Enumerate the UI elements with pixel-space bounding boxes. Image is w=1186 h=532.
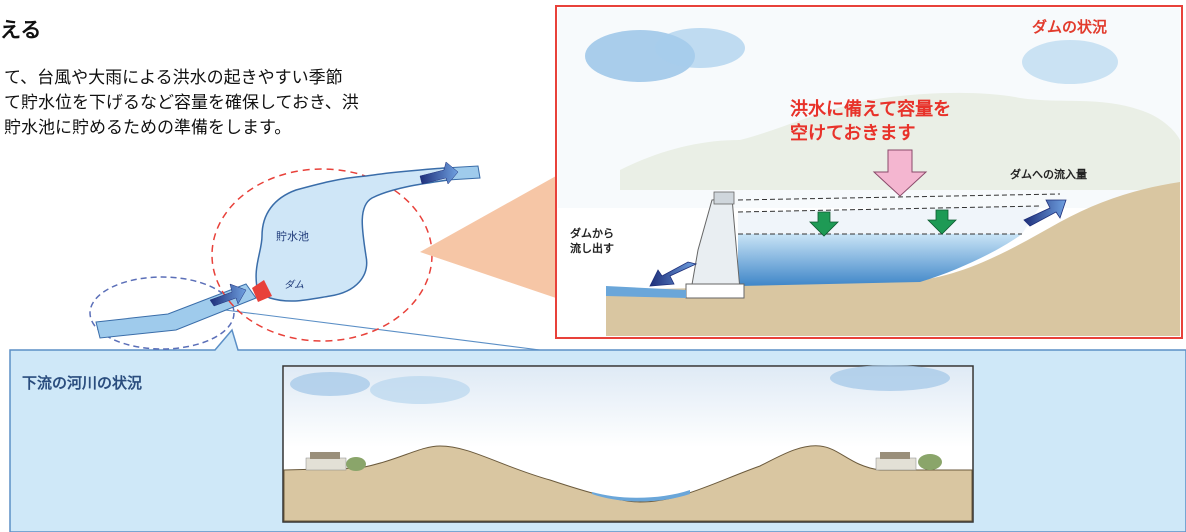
release-label-line-2: 流し出す — [570, 242, 614, 255]
dam-panel-title: ダムの状況 — [1032, 18, 1108, 36]
downstream-illustration — [282, 365, 974, 523]
downstream-area-circle — [89, 276, 235, 350]
release-label: ダムから 流し出す — [570, 226, 614, 256]
inflow-arrow-icon — [1023, 199, 1067, 227]
capacity-message-line-2: 空けておきます — [790, 123, 916, 144]
description-line-1: て、台風や大雨による洪水の起きやすい季節 — [4, 68, 343, 88]
dam-illustration — [558, 8, 1180, 336]
downstream-link-line — [224, 309, 541, 351]
inflow-label: ダムへの流入量 — [1010, 168, 1087, 181]
description-line-2: て貯水位を下げるなど容量を確保しておき、洪 — [4, 93, 359, 113]
dam-marker — [252, 280, 272, 302]
water-level-down-arrow-icon — [809, 209, 957, 237]
map-inflow-arrow-icon — [419, 161, 459, 185]
dam-map-label: ダム — [284, 280, 304, 291]
description-line-3: 貯水池に貯めるための準備をします。 — [4, 118, 292, 138]
capacity-arrow-icon — [872, 149, 928, 197]
capacity-message-line-1: 洪水に備えて容量を — [790, 99, 952, 120]
reservoir-label: 貯水池 — [276, 230, 309, 243]
release-label-line-1: ダムから — [570, 227, 614, 240]
capacity-message: 洪水に備えて容量を 空けておきます — [790, 98, 951, 146]
dam-callout-pointer — [420, 176, 556, 298]
downstream-river — [95, 283, 257, 339]
section-heading: える — [0, 18, 42, 42]
release-arrow-icon — [649, 261, 698, 287]
description-text: て、台風や大雨による洪水の起きやすい季節 て貯水位を下げるなど容量を確保しておき… — [4, 66, 504, 141]
map-release-arrow-icon — [209, 283, 247, 307]
downstream-panel-title: 下流の河川の状況 — [22, 374, 143, 392]
